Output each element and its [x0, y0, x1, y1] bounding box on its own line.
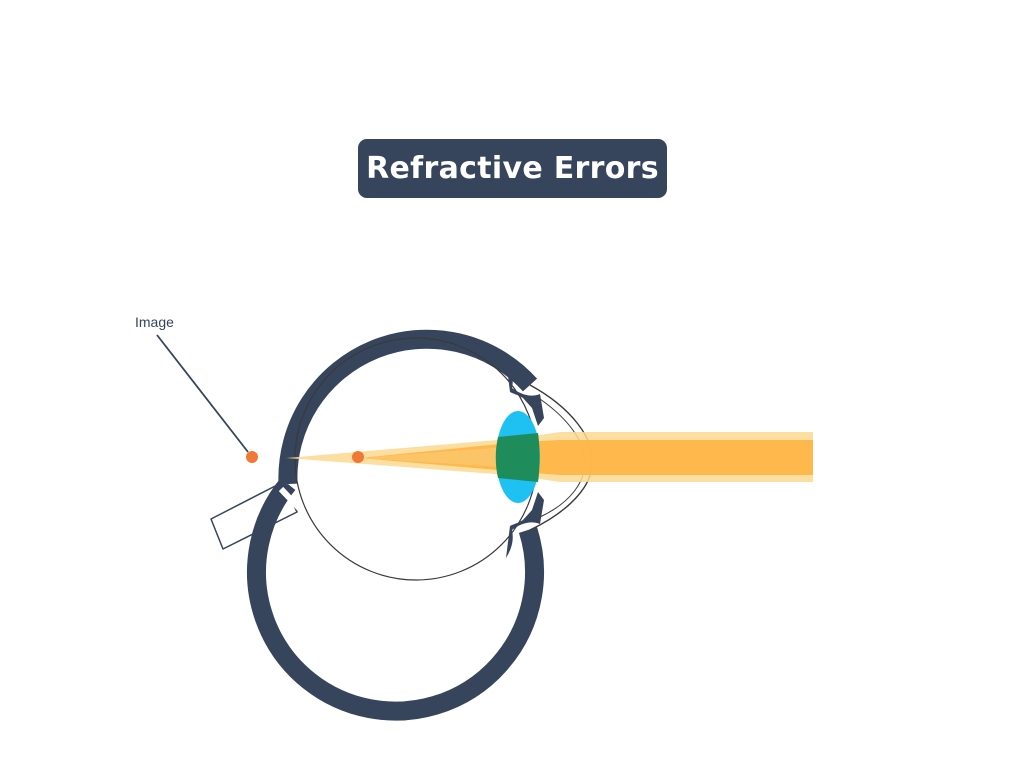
sclera [247, 329, 544, 721]
page-title: Refractive Errors [366, 151, 659, 186]
iris-upper [506, 360, 544, 426]
light-beam [360, 440, 813, 475]
focal-point-icon [352, 451, 364, 463]
image-point-icon [246, 451, 258, 463]
title-badge: Refractive Errors [358, 139, 667, 198]
iris-lower [506, 492, 544, 558]
lens-beam-overlap [495, 433, 540, 482]
image-label: Image [135, 314, 174, 330]
image-leader-line [156, 334, 249, 453]
converging-beam [358, 446, 520, 468]
optic-nerve-gap [278, 486, 302, 511]
